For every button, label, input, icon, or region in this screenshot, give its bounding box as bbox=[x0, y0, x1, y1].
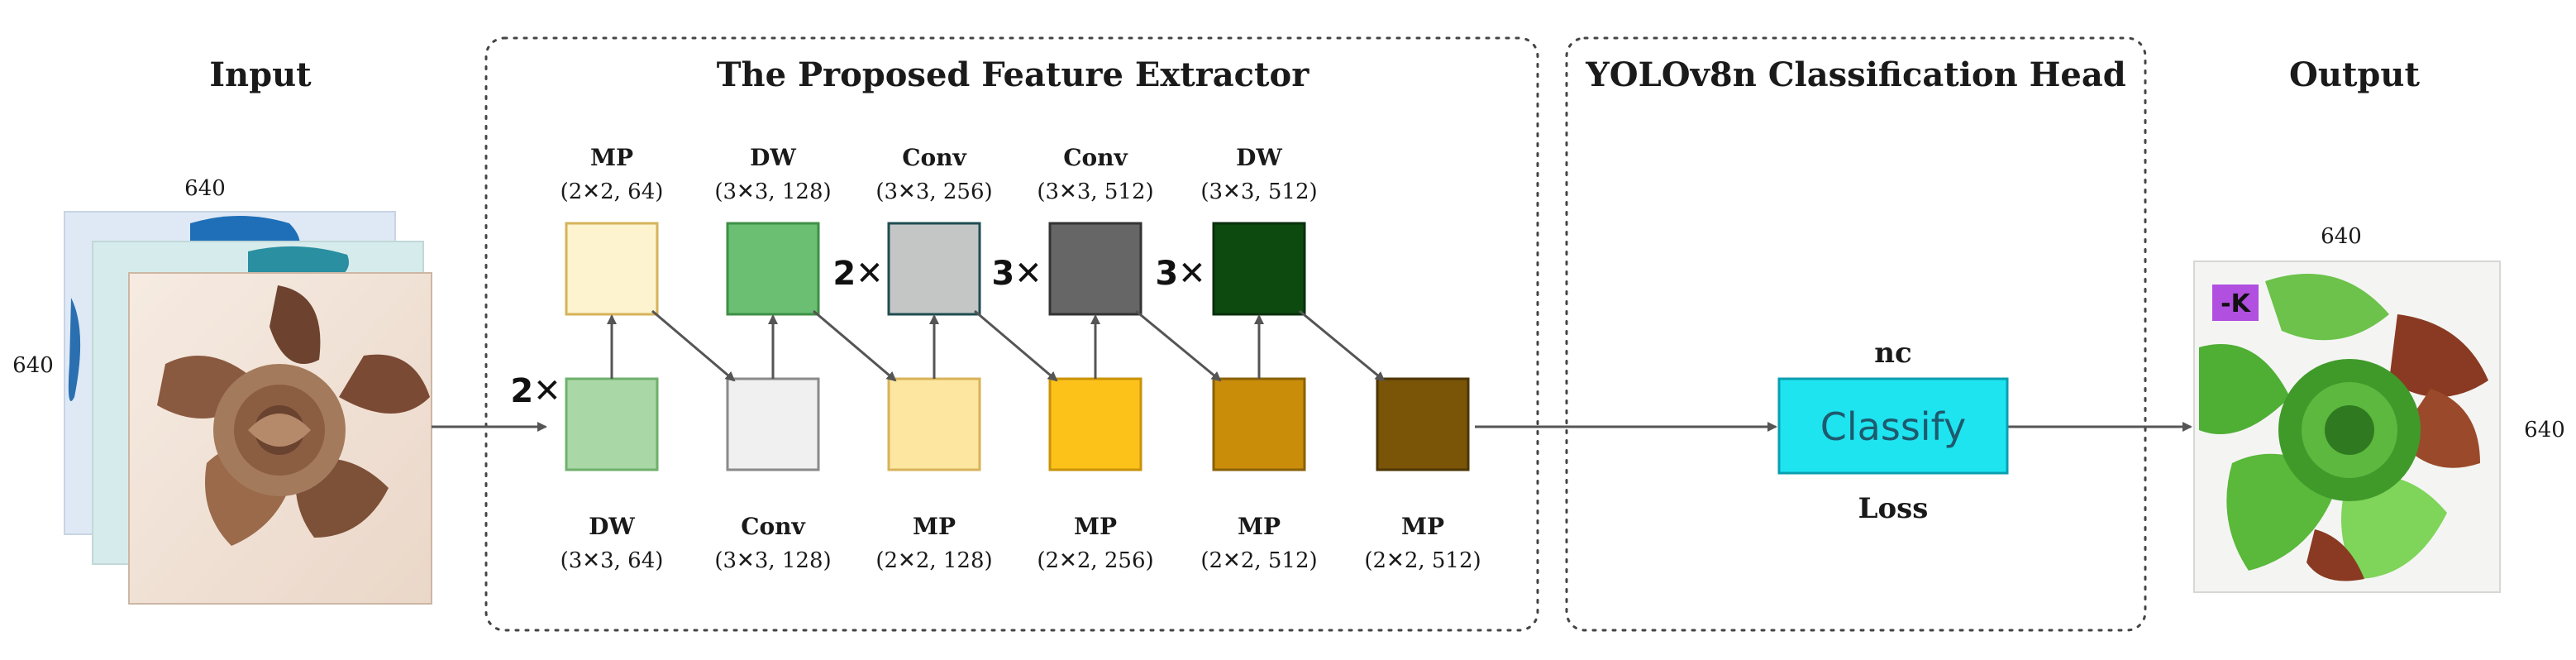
bottom-block-5 bbox=[1212, 377, 1306, 471]
multiplier-2: 2✕ bbox=[832, 255, 883, 293]
bottom-block-params-6: (2✕2, 512) bbox=[1364, 548, 1481, 573]
bottom-block-4 bbox=[1048, 377, 1143, 471]
top-block-name-3: Conv bbox=[902, 144, 966, 171]
top-block-params-5: (3✕3, 512) bbox=[1200, 179, 1317, 204]
top-block-5 bbox=[1212, 222, 1306, 316]
diag-arrow-4 bbox=[1135, 309, 1222, 382]
classify-loss-label: Loss bbox=[1858, 492, 1929, 525]
section-title-head: YOLOv8n Classification Head bbox=[1585, 55, 2126, 94]
top-block-params-3: (3✕3, 256) bbox=[875, 179, 992, 204]
output-image: -K bbox=[2193, 261, 2501, 593]
bottom-block-name-6: MP bbox=[1401, 513, 1444, 540]
top-block-1 bbox=[565, 222, 659, 316]
sepia-lettuce-icon bbox=[157, 285, 430, 546]
bottom-block-name-2: Conv bbox=[741, 513, 805, 540]
bottom-block-name-1: DW bbox=[589, 513, 635, 540]
top-block-name-4: Conv bbox=[1063, 144, 1128, 171]
bottom-block-params-1: (3✕3, 64) bbox=[561, 548, 664, 573]
diag-arrow-5 bbox=[1299, 309, 1386, 382]
extractor-blocks: MP (2✕2, 64) DW (3✕3, 128) Conv (3✕3, 256) Con… bbox=[561, 144, 1481, 573]
bottom-block-2 bbox=[726, 377, 820, 471]
top-block-params-1: (2✕2, 64) bbox=[561, 179, 664, 204]
input-height-label: 640 bbox=[12, 353, 54, 378]
bottom-block-6 bbox=[1376, 377, 1470, 471]
head-frame bbox=[1565, 36, 2147, 632]
output-height-label: 640 bbox=[2524, 418, 2565, 442]
top-block-params-4: (3✕3, 512) bbox=[1037, 179, 1153, 204]
top-block-name-5: DW bbox=[1236, 144, 1282, 171]
output-width-label: 640 bbox=[2321, 224, 2362, 249]
diag-arrow-1 bbox=[651, 309, 736, 382]
bottom-block-3 bbox=[887, 377, 981, 471]
teal-blob-left bbox=[68, 298, 81, 401]
multiplier-3: 3✕ bbox=[991, 255, 1042, 293]
bottom-block-params-5: (2✕2, 512) bbox=[1200, 548, 1317, 573]
output-tag: -K bbox=[2221, 289, 2251, 318]
classify-box bbox=[1777, 377, 2009, 475]
classify-label: Classify bbox=[1820, 404, 1966, 449]
extractor-frame bbox=[484, 36, 1539, 632]
top-block-name-2: DW bbox=[750, 144, 796, 171]
top-block-params-2: (3✕3, 128) bbox=[714, 179, 831, 204]
input-width-label: 640 bbox=[184, 176, 226, 201]
diag-arrow-3 bbox=[974, 309, 1058, 382]
top-block-3 bbox=[887, 222, 981, 316]
top-block-4 bbox=[1048, 222, 1143, 316]
section-title-extractor: The Proposed Feature Extractor bbox=[717, 55, 1309, 94]
diag-arrow-2 bbox=[813, 309, 897, 382]
bottom-block-name-5: MP bbox=[1238, 513, 1281, 540]
classify-nc-label: nc bbox=[1874, 337, 1911, 370]
section-title-input: Input bbox=[209, 55, 312, 94]
bottom-block-name-4: MP bbox=[1074, 513, 1117, 540]
multiplier-1: 2✕ bbox=[510, 372, 561, 410]
multiplier-4: 3✕ bbox=[1155, 255, 1205, 293]
bottom-block-params-3: (2✕2, 128) bbox=[875, 548, 992, 573]
bottom-block-name-3: MP bbox=[913, 513, 956, 540]
top-block-name-1: MP bbox=[590, 144, 633, 171]
bottom-block-params-2: (3✕3, 128) bbox=[714, 548, 831, 573]
input-image-stack bbox=[64, 211, 432, 605]
bottom-block-1 bbox=[565, 377, 659, 471]
green-lettuce-icon bbox=[2199, 274, 2488, 581]
output-tag-bg bbox=[2212, 285, 2259, 321]
bottom-block-params-4: (2✕2, 256) bbox=[1037, 548, 1153, 573]
top-block-2 bbox=[726, 222, 820, 316]
section-title-output: Output bbox=[2289, 55, 2420, 94]
